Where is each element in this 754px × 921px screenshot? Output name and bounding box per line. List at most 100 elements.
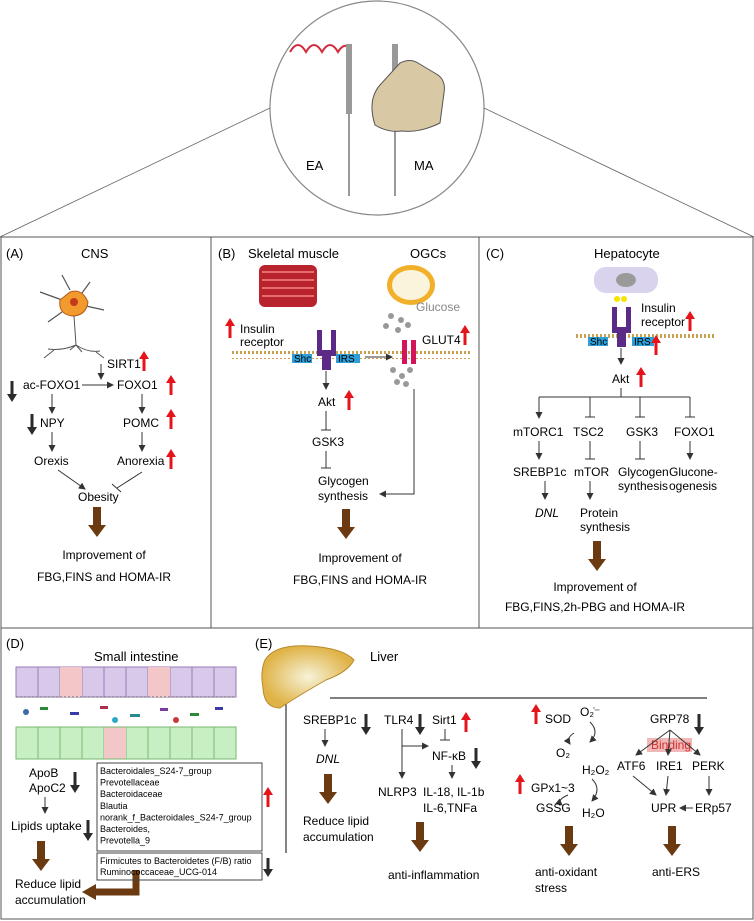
- h2o2-label: H₂O₂: [582, 763, 610, 777]
- small-intestine-label: Small intestine: [94, 649, 179, 664]
- ea-label: EA: [306, 158, 324, 173]
- superoxide-label: O₂̇⁻: [580, 705, 600, 719]
- outcome-arrow-icon: [588, 559, 606, 571]
- anti-ers-label: anti-ERS: [652, 865, 700, 879]
- neuron-icon: [39, 274, 105, 359]
- protein-label: Protein: [580, 506, 618, 520]
- taxon-label: Bacteroidales_S24-7_group: [100, 766, 212, 776]
- irs-label: IRS: [338, 354, 355, 365]
- glycogen-label: Glycogen: [618, 465, 669, 479]
- panel-d-tag: (D): [6, 636, 24, 651]
- akt-label: Akt: [318, 395, 336, 409]
- increased-taxa-box: [96, 762, 263, 852]
- ogcs-label: OGCs: [410, 246, 447, 261]
- accumulation-label: accumulation: [15, 893, 86, 907]
- taxon-label: norank_f_Bacteroidales_S24-7_group: [100, 812, 252, 822]
- down-arrow-icon: [471, 761, 481, 769]
- irs-label: IRS: [634, 337, 651, 348]
- intestine-epithelium-icon: [15, 666, 237, 760]
- up-arrow-icon: [344, 390, 354, 398]
- panel-e: (E) Liver SREBP1c DNL Reduce lipid accum…: [255, 636, 732, 895]
- gluconeogenesis-label-1: Glucone-: [669, 465, 718, 479]
- srebp1c-label: SREBP1c: [513, 465, 566, 479]
- akt-label: Akt: [612, 372, 630, 386]
- accumulation-label: accumulation: [303, 830, 374, 844]
- electro-wire-icon: [289, 44, 351, 55]
- o2-label: O₂: [556, 746, 570, 760]
- outcome-line-2: FBG,FINS,2h-PBG and HOMA-IR: [505, 600, 685, 614]
- down-arrow-icon: [27, 427, 37, 435]
- gssg-label: GSSG: [536, 801, 571, 815]
- perk-label: PERK: [692, 759, 725, 773]
- down-arrow-icon: [694, 727, 704, 735]
- sirt1-label: SIRT1: [107, 357, 141, 371]
- nlrp3-label: NLRP3: [378, 785, 417, 799]
- anti-oxidant-label: anti-oxidant: [535, 865, 598, 879]
- lower-panel-frame: [0, 627, 754, 920]
- gsk3-label: GSK3: [312, 435, 344, 449]
- outcome-arrow-icon: [32, 859, 50, 871]
- protein-synthesis-label: synthesis: [580, 520, 630, 534]
- muscle-icon: [259, 265, 317, 307]
- receptor-label: receptor: [641, 315, 685, 329]
- glut4-label: GLUT4: [422, 333, 461, 347]
- outcome-arrow-icon: [88, 525, 106, 537]
- interleukin-label-2: IL-6,TNFa: [423, 801, 477, 815]
- ac-foxo1-label: ac-FOXO1: [23, 378, 81, 392]
- srebp1c-label: SREBP1c: [303, 713, 356, 727]
- binding-label: Binding: [651, 738, 691, 752]
- taxon-label: Prevotellaceae: [100, 778, 160, 788]
- lipids-uptake-label: Lipids uptake: [11, 819, 82, 833]
- gsk3-label: GSK3: [626, 425, 658, 439]
- dnl-label: DNL: [535, 506, 559, 520]
- outcome-line-1: Improvement of: [553, 580, 637, 594]
- cell-membrane: [574, 331, 714, 339]
- outcome-arrow-icon: [319, 792, 337, 804]
- taxon-label: Ruminococcaceae_UCG-014: [100, 867, 217, 877]
- outcome-arrow-icon: [663, 844, 681, 856]
- glut4-icon: [402, 340, 407, 364]
- upr-label: UPR: [651, 801, 677, 815]
- needle-handle-icon: [346, 44, 352, 114]
- panel-c: (C) Hepatocyte Insulin receptor Shc IRS …: [486, 246, 718, 614]
- increased-taxa-list: Bacteroidales_S24-7_groupPrevotellaceaeB…: [100, 766, 252, 846]
- outcome-line-2: FBG,FINS and HOMA-IR: [293, 573, 427, 587]
- glucose-dots-icon: [383, 313, 413, 387]
- oocyte-icon: [387, 265, 435, 305]
- down-arrow-icon: [415, 727, 425, 735]
- insulin-label: Insulin: [240, 322, 275, 336]
- up-arrow-icon: [225, 318, 235, 326]
- up-arrow-icon: [461, 712, 471, 720]
- atf6-label: ATF6: [617, 759, 646, 773]
- panel-e-tag: (E): [255, 636, 272, 651]
- gpx-label: GPx1~3: [531, 781, 575, 795]
- dnl-label: DNL: [316, 752, 340, 766]
- up-arrow-icon: [515, 774, 525, 782]
- up-arrow-icon: [166, 409, 176, 417]
- ma-label: MA: [414, 158, 434, 173]
- mtor-label: mTOR: [574, 465, 609, 479]
- decreased-taxa-list: Firmicutes to Bacteroidetes (F/B) ratioR…: [100, 856, 252, 877]
- up-arrow-icon: [636, 367, 646, 375]
- insulin-label: Insulin: [641, 301, 676, 315]
- receptor-label: receptor: [240, 335, 284, 349]
- insulin-receptor-icon: [317, 330, 336, 370]
- up-arrow-icon: [460, 325, 470, 333]
- sirt1-label: Sirt1: [432, 713, 457, 727]
- outcome-arrow-icon: [560, 844, 578, 856]
- pomc-label: POMC: [123, 416, 159, 430]
- anti-inflammation-label: anti-inflammation: [388, 868, 479, 882]
- up-arrow-icon: [166, 449, 176, 457]
- up-arrow-icon: [263, 787, 273, 795]
- hepatocyte-label: Hepatocyte: [594, 246, 660, 261]
- panel-a-tag: (A): [6, 246, 23, 261]
- mtorc1-label: mTORC1: [513, 425, 564, 439]
- liver-icon: [261, 645, 355, 709]
- liver-label: Liver: [370, 649, 399, 664]
- panel-d: (D) Small intestine ApoB ApoC2 Lipids up…: [6, 636, 273, 907]
- apoc2-label: ApoC2: [29, 781, 66, 795]
- reduce-lipid-label: Reduce lipid: [15, 877, 81, 891]
- up-arrow-icon: [139, 351, 149, 359]
- taxon-label: Bacteroidaceae: [100, 789, 163, 799]
- hepatocyte-icon: [594, 267, 658, 293]
